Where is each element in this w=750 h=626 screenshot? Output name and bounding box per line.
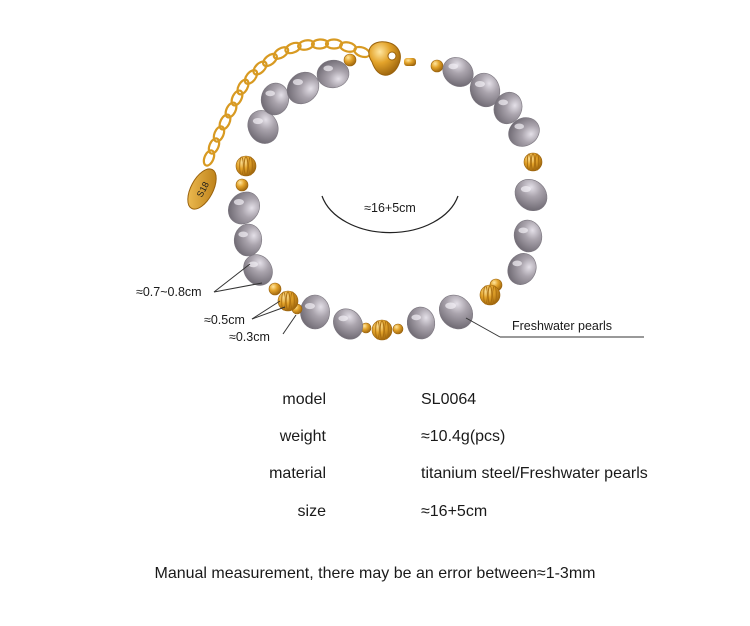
freshwater-pearl <box>233 223 263 257</box>
bead-groove <box>281 291 286 311</box>
gold-bead <box>277 290 299 312</box>
freshwater-pearl <box>439 294 473 330</box>
spec-row-weight: weight ≈10.4g(pcs) <box>0 424 750 454</box>
pearl-highlight <box>238 231 248 238</box>
gold-bead <box>235 178 249 192</box>
chain-link <box>284 41 302 55</box>
chain-link <box>207 137 221 155</box>
pearl-highlight <box>338 315 349 322</box>
bead-small-label: ≈0.3cm <box>229 330 270 344</box>
freshwater-pearl <box>513 219 543 253</box>
spec-value: SL0064 <box>421 391 477 408</box>
gold-bead <box>392 323 404 335</box>
bead-groove <box>487 285 493 305</box>
freshwater-pearl <box>333 308 363 340</box>
extension-chain <box>202 38 371 167</box>
freshwater-pearl <box>514 178 548 212</box>
pearl-highlight <box>514 123 524 130</box>
bracelet-figure: S18 ≈16+5cm ≈0.7~0.8cm ≈0.5cm ≈0.3cm Fre… <box>136 38 644 344</box>
bead-size-callout <box>251 300 297 335</box>
freshwater-pearl <box>228 191 260 225</box>
freshwater-pearl <box>406 306 436 340</box>
bead-groove <box>290 291 295 311</box>
pearl-highlight <box>520 185 532 193</box>
pearl-highlight <box>445 302 456 309</box>
chain-link <box>202 149 216 167</box>
gold-bead <box>479 284 501 306</box>
chain-link <box>230 89 244 107</box>
pearl-highlight <box>518 227 528 234</box>
bead-groove <box>535 153 540 171</box>
freshwater-pearl <box>300 294 330 330</box>
pearl-highlight <box>474 80 485 88</box>
spec-value: titanium steel/Freshwater pearls <box>421 465 648 482</box>
chain-link <box>224 101 238 119</box>
pearl-type-label: Freshwater pearls <box>512 319 612 333</box>
chain-link <box>272 46 290 60</box>
gold-bead <box>235 155 257 177</box>
gold-bead <box>371 319 393 341</box>
spec-row-model: model SL0064 <box>0 387 750 417</box>
pearl-highlight <box>512 260 522 267</box>
bead-groove <box>492 285 497 305</box>
gold-bead <box>523 152 543 172</box>
chain-link <box>262 52 278 68</box>
spec-value: ≈16+5cm <box>421 503 488 520</box>
bead-groove <box>375 320 380 340</box>
bead-groove <box>248 156 253 176</box>
bead-groove <box>285 291 291 311</box>
bracelet-beads <box>228 53 548 341</box>
pearl-highlight <box>411 314 422 321</box>
bead-groove <box>483 285 488 305</box>
spec-label: material <box>269 465 326 482</box>
pearl-highlight <box>304 302 315 310</box>
pearl-type-callout <box>465 317 644 338</box>
bead-groove <box>526 153 531 171</box>
chain-link <box>218 113 232 131</box>
chain-link <box>252 60 268 76</box>
chain-link <box>324 38 344 50</box>
chain-link <box>297 39 315 51</box>
gold-bead <box>268 282 282 296</box>
bead-groove <box>384 320 389 340</box>
pearl-size-callout <box>213 263 263 293</box>
inner-size-arc <box>321 195 459 234</box>
measurement-disclaimer: Manual measurement, there may be an erro… <box>154 565 596 582</box>
spec-label: model <box>282 391 326 408</box>
pearl-highlight <box>323 65 334 72</box>
spec-row-material: material titanium steel/Freshwater pearl… <box>0 461 750 491</box>
spec-row-size: size ≈16+5cm <box>0 499 750 529</box>
pearl-highlight <box>448 63 459 70</box>
pearl-size-label: ≈0.7~0.8cm <box>136 285 202 299</box>
bead-groove <box>243 156 249 176</box>
gold-bead <box>343 53 357 67</box>
chain-link <box>243 69 259 85</box>
chain-link <box>310 38 330 50</box>
inner-size-label: ≈16+5cm <box>364 201 416 215</box>
chain-tag: S18 <box>187 168 217 210</box>
bead-groove <box>530 153 536 171</box>
lobster-clasp <box>368 41 416 76</box>
gold-bead <box>430 59 444 73</box>
chain-link <box>212 125 226 143</box>
chain-link <box>236 78 250 96</box>
pearl-highlight <box>252 117 263 125</box>
pearl-highlight <box>265 90 276 97</box>
pearl-highlight <box>233 198 244 206</box>
pearl-highlight <box>248 261 258 268</box>
bead-large-label: ≈0.5cm <box>204 313 245 327</box>
spec-value: ≈10.4g(pcs) <box>421 428 506 445</box>
spec-label: weight <box>279 428 326 445</box>
spec-label: size <box>297 503 326 520</box>
chain-link <box>339 41 357 53</box>
bead-groove <box>239 156 244 176</box>
pearl-highlight <box>292 78 303 86</box>
freshwater-pearl <box>507 253 537 285</box>
bead-groove <box>379 320 385 340</box>
pearl-highlight <box>498 99 509 106</box>
